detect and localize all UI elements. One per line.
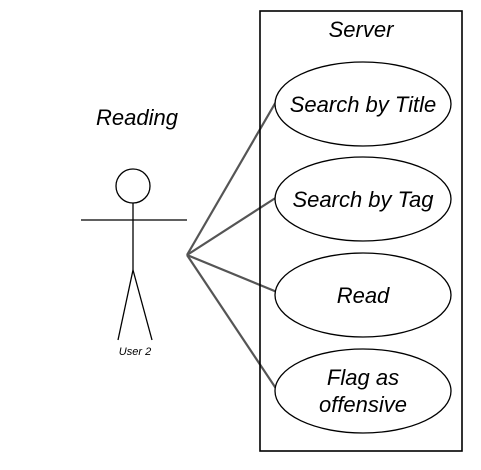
association-line-flag-as-offensive (186, 254, 278, 391)
actor-right-leg (132, 269, 153, 341)
use-case-label: Search by Tag (292, 187, 434, 212)
use-case-ellipse (274, 348, 452, 434)
use-case-read: Read (274, 252, 452, 338)
use-case-flag-as-offensive: Flag as offensive (274, 348, 452, 434)
actor-left-leg (117, 269, 134, 341)
use-case-label-line-2: offensive (319, 392, 407, 417)
actor-user-2: User 2 (81, 168, 187, 358)
system-boundary (259, 10, 463, 452)
diagram-title: Reading (96, 105, 179, 130)
association-line-search-by-tag (186, 196, 278, 256)
association-line-read (186, 253, 278, 294)
use-case-ellipse (274, 156, 452, 242)
use-case-label: Read (337, 283, 390, 308)
association-line-search-by-title (186, 99, 278, 256)
system-label: Server (329, 17, 395, 42)
use-case-search-by-tag: Search by Tag (274, 156, 452, 242)
use-case-ellipse (274, 61, 452, 147)
actor-label: User 2 (119, 346, 151, 358)
associations (186, 99, 278, 391)
use-case-search-by-title: Search by Title (274, 61, 452, 147)
use-case-ellipse (274, 252, 452, 338)
use-case-label: Search by Title (290, 92, 437, 117)
actor-head (115, 168, 151, 204)
use-case-label-line-1: Flag as (327, 365, 399, 390)
